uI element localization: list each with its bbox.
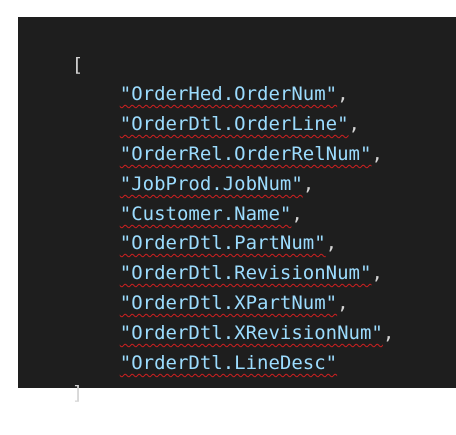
code-line: "OrderDtl.RevisionNum", bbox=[26, 231, 383, 284]
string-literal: "OrderDtl.LineDesc" bbox=[119, 352, 338, 374]
open-bracket: [ bbox=[71, 54, 84, 76]
string-literal: "Customer.Name" bbox=[119, 203, 292, 225]
comma: , bbox=[382, 322, 395, 344]
comma: , bbox=[371, 143, 383, 165]
code-line: "Customer.Name", bbox=[26, 172, 303, 225]
string-literal: "OrderRel.OrderRelNum" bbox=[119, 143, 372, 165]
comma: , bbox=[302, 173, 315, 195]
comma: , bbox=[325, 232, 338, 254]
string-literal: "JobProd.JobNum" bbox=[119, 173, 303, 195]
comma: , bbox=[337, 292, 349, 314]
string-literal: "OrderDtl.RevisionNum" bbox=[119, 262, 372, 284]
code-line: "OrderHed.OrderNum", bbox=[26, 52, 349, 105]
string-literal: "OrderDtl.OrderLine" bbox=[119, 113, 349, 135]
string-literal: "OrderDtl.XRevisionNum" bbox=[119, 322, 383, 344]
comma: , bbox=[371, 262, 383, 284]
code-line: "JobProd.JobNum", bbox=[26, 142, 314, 195]
string-literal: "OrderDtl.XPartNum" bbox=[119, 292, 338, 314]
comma: , bbox=[348, 113, 360, 135]
code-editor[interactable]: [ "OrderHed.OrderNum", "OrderDtl.OrderLi… bbox=[18, 17, 456, 404]
close-bracket-line: ] bbox=[26, 351, 83, 404]
close-bracket: ] bbox=[71, 382, 84, 404]
code-line: "OrderDtl.PartNum", bbox=[26, 201, 337, 254]
code-line: "OrderDtl.XPartNum", bbox=[26, 261, 349, 314]
code-line: "OrderDtl.XRevisionNum", bbox=[26, 291, 395, 344]
comma: , bbox=[337, 83, 349, 105]
string-literal: "OrderHed.OrderNum" bbox=[119, 83, 338, 105]
open-bracket-line: [ bbox=[26, 23, 83, 76]
code-line: "OrderDtl.LineDesc" bbox=[26, 321, 337, 374]
code-line: "OrderRel.OrderRelNum", bbox=[26, 112, 383, 165]
string-literal: "OrderDtl.PartNum" bbox=[119, 232, 326, 254]
comma: , bbox=[291, 203, 303, 225]
code-line: "OrderDtl.OrderLine", bbox=[26, 82, 360, 135]
